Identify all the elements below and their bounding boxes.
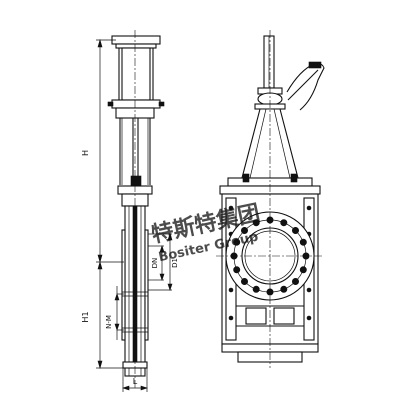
- label-DN: DN: [151, 258, 159, 269]
- air-port-left: [107, 101, 114, 107]
- bonnet-bolt-left: [242, 173, 250, 183]
- side-view: H H1 N-M DN D1 L: [81, 30, 179, 392]
- label-H: H: [81, 150, 90, 156]
- cylinder-top-cap: [111, 35, 161, 45]
- flange-face-left: [121, 229, 126, 341]
- label-D1: D1: [171, 258, 179, 268]
- flange-bolts: [230, 216, 310, 296]
- cylinder-top-ring: [115, 43, 157, 49]
- cylinder-barrel: [121, 47, 151, 101]
- handwheel-spoke: [287, 69, 319, 101]
- lower-pocket-left: [245, 307, 267, 325]
- label-L: L: [133, 377, 138, 386]
- label-H1: H1: [81, 311, 90, 322]
- cylinder-bottom-cap: [111, 99, 161, 109]
- handwheel-rim: [286, 62, 325, 111]
- bonnet-bolt-right: [290, 173, 298, 183]
- label-N-M: N-M: [105, 315, 113, 329]
- air-port-right: [158, 101, 165, 107]
- lower-pocket-right: [273, 307, 295, 325]
- handwheel-handle: [308, 61, 322, 69]
- flange-face-right: [144, 229, 149, 341]
- front-view: [216, 30, 325, 368]
